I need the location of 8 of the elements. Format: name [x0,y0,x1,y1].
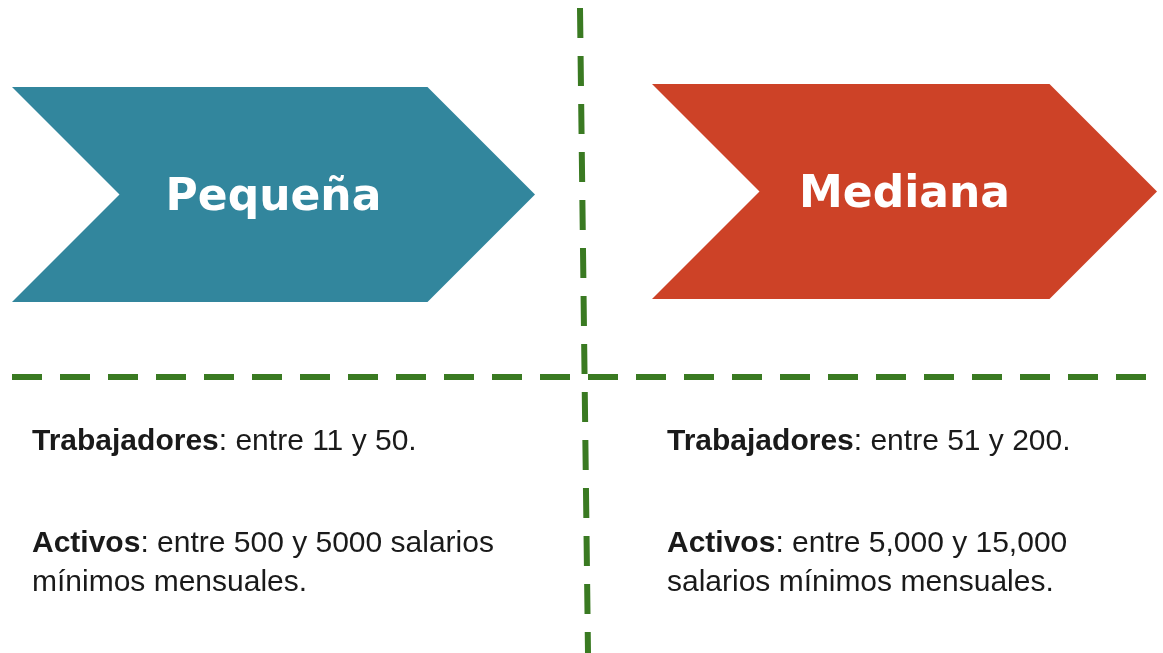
chevron-shape [652,84,1157,299]
description-text: Activos: entre 5,000 y 15,000 salarios mínimos mensuales. [667,524,1069,599]
stage-title: Pequeña [165,169,382,220]
stage-title: Mediana [799,166,1010,217]
description-text: Trabajadores: entre 51 y 200. [667,422,1072,458]
description-text: Trabajadores: entre 11 y 50. [32,422,418,458]
chevron-shape [12,87,535,302]
description-text: Activos: entre 500 y 5000 salarios mínimos mensuales. [32,524,495,599]
